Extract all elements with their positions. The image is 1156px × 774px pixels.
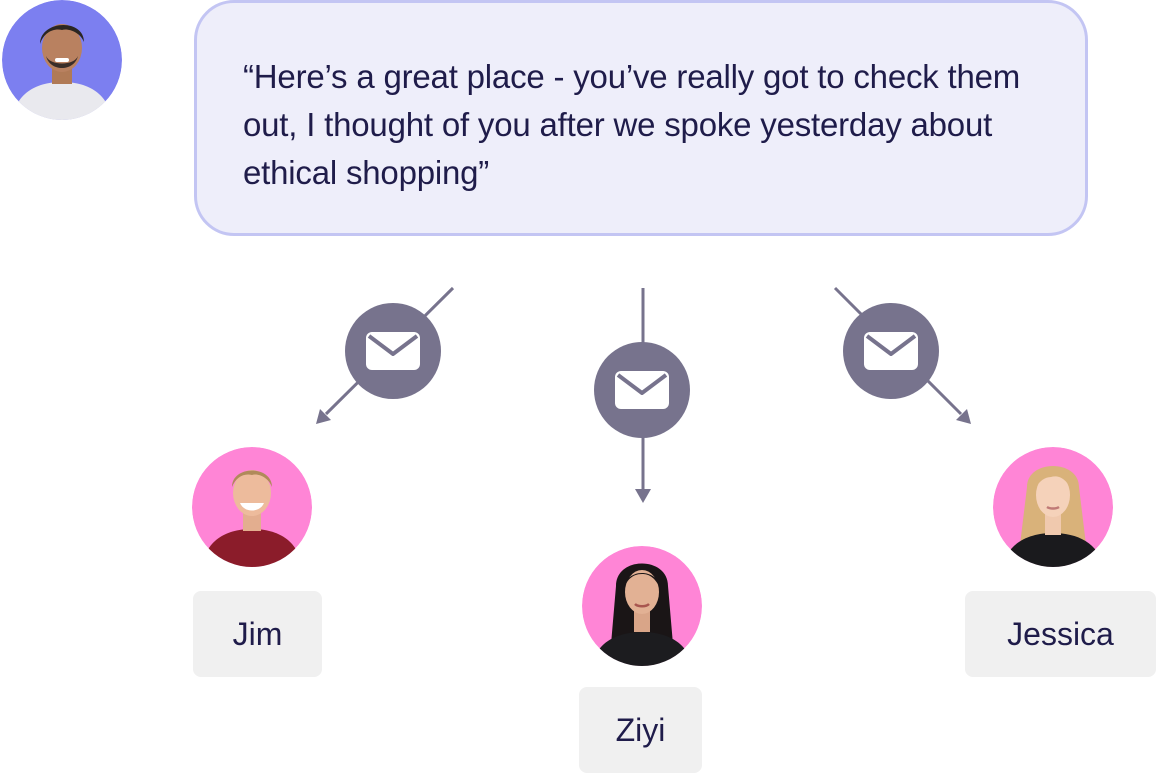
- ziyi-avatar: [582, 546, 702, 666]
- arrowhead-ziyi: [635, 489, 651, 503]
- recipient-name-tag-jessica: Jessica: [965, 591, 1156, 677]
- envelope-icon: [594, 342, 690, 438]
- jessica-avatar: [993, 447, 1113, 567]
- sender-avatar: [2, 0, 122, 120]
- envelope-icon: [345, 303, 441, 399]
- recipient-name-jessica: Jessica: [1007, 615, 1114, 652]
- jim-avatar: [192, 447, 312, 567]
- envelope-icon: [843, 303, 939, 399]
- recipient-name-ziyi: Ziyi: [615, 711, 666, 748]
- message-bubble: “Here’s a great place - you’ve really go…: [194, 0, 1088, 236]
- recipient-name-tag-jim: Jim: [193, 591, 322, 677]
- message-quote: “Here’s a great place - you’ve really go…: [243, 58, 1021, 191]
- arrowhead-jessica: [956, 409, 971, 424]
- arrowhead-jim: [316, 409, 331, 424]
- recipient-name-tag-ziyi: Ziyi: [579, 687, 702, 773]
- recipient-name-jim: Jim: [232, 615, 283, 652]
